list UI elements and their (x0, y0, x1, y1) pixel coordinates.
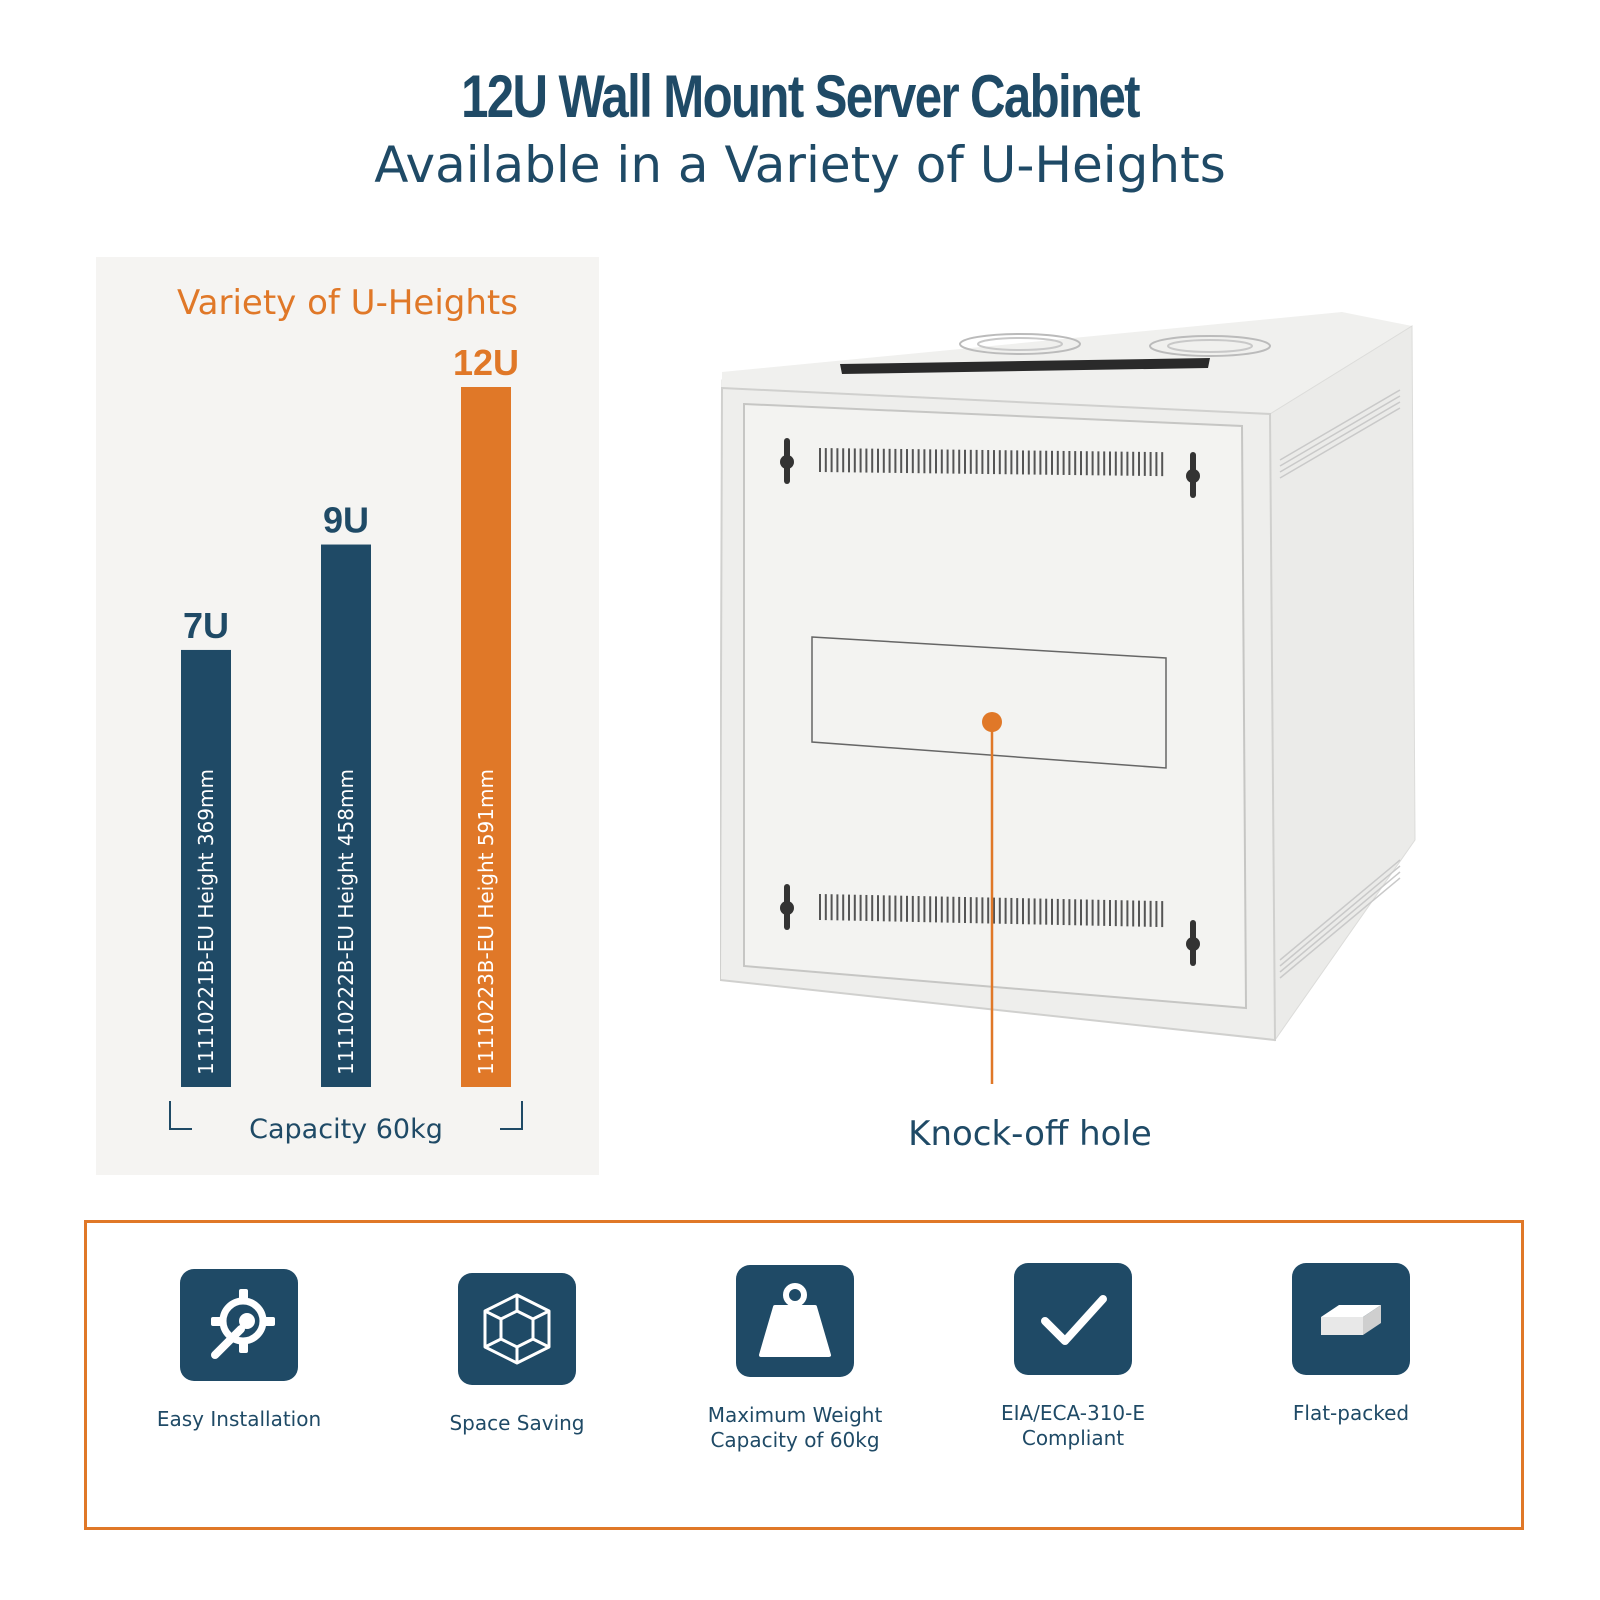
side-vents (1279, 389, 1401, 979)
features-box: Easy Installation Space Saving M (84, 1220, 1524, 1530)
bar-label: 9U (323, 500, 369, 541)
gear-wrench-icon (180, 1269, 298, 1381)
bar-9u (321, 544, 371, 1087)
door-latches (780, 438, 1200, 966)
checkmark-icon (1014, 1263, 1132, 1375)
feature-label: EIA/ECA-310-E Compliant (1000, 1401, 1146, 1450)
cabinet-door (743, 402, 1248, 1010)
u-height-chart: 7U 11110221B-EU Height 369mm 9U 11110222B-E… (169, 342, 523, 1145)
flat-pack-icon (1292, 1263, 1410, 1375)
knock-off-hole-panel (811, 636, 1167, 769)
feature-max-weight: Maximum Weight Capacity of 60kg (675, 1265, 915, 1453)
feature-easy-installation: Easy Installation (119, 1269, 359, 1432)
door-vent-bottom (819, 894, 1164, 928)
fan-vent-icon (1149, 335, 1271, 357)
bar-inner-label: 11110223B-EU Height 591mm (474, 769, 498, 1075)
door-vent-top (819, 448, 1164, 477)
cabinet-side (1269, 325, 1416, 1042)
feature-eia-compliant: EIA/ECA-310-E Compliant (953, 1263, 1193, 1451)
chart-title: Variety of U-Heights (177, 283, 518, 323)
feature-label: Maximum Weight Capacity of 60kg (707, 1403, 883, 1452)
feature-label: Space Saving (449, 1411, 585, 1435)
bracket-right (500, 1101, 523, 1130)
cube-icon (458, 1273, 576, 1385)
bar-inner-label: 11110222B-EU Height 458mm (334, 769, 358, 1075)
knock-off-hole-label: Knock-off hole (908, 1114, 1152, 1154)
capacity-label: Capacity 60kg (249, 1114, 443, 1145)
feature-space-saving: Space Saving (397, 1273, 637, 1436)
fan-vent-icon (959, 333, 1081, 355)
bar-label: 7U (183, 605, 229, 646)
bar-label: 12U (453, 342, 519, 383)
weight-icon (736, 1265, 854, 1377)
cabinet-illustration (720, 312, 1416, 1084)
bar-inner-label: 11110221B-EU Height 369mm (194, 769, 218, 1075)
page-title: 12U Wall Mount Server Cabinet (461, 63, 1140, 130)
bracket-left (169, 1101, 192, 1130)
brush-strip (840, 358, 1210, 374)
feature-label: Easy Installation (156, 1407, 322, 1431)
page-subtitle: Available in a Variety of U-Heights (374, 136, 1226, 194)
feature-label: Flat-packed (1292, 1401, 1410, 1425)
bar-12u (461, 387, 511, 1087)
feature-flat-packed: Flat-packed (1231, 1263, 1471, 1426)
bar-7u (181, 649, 231, 1087)
